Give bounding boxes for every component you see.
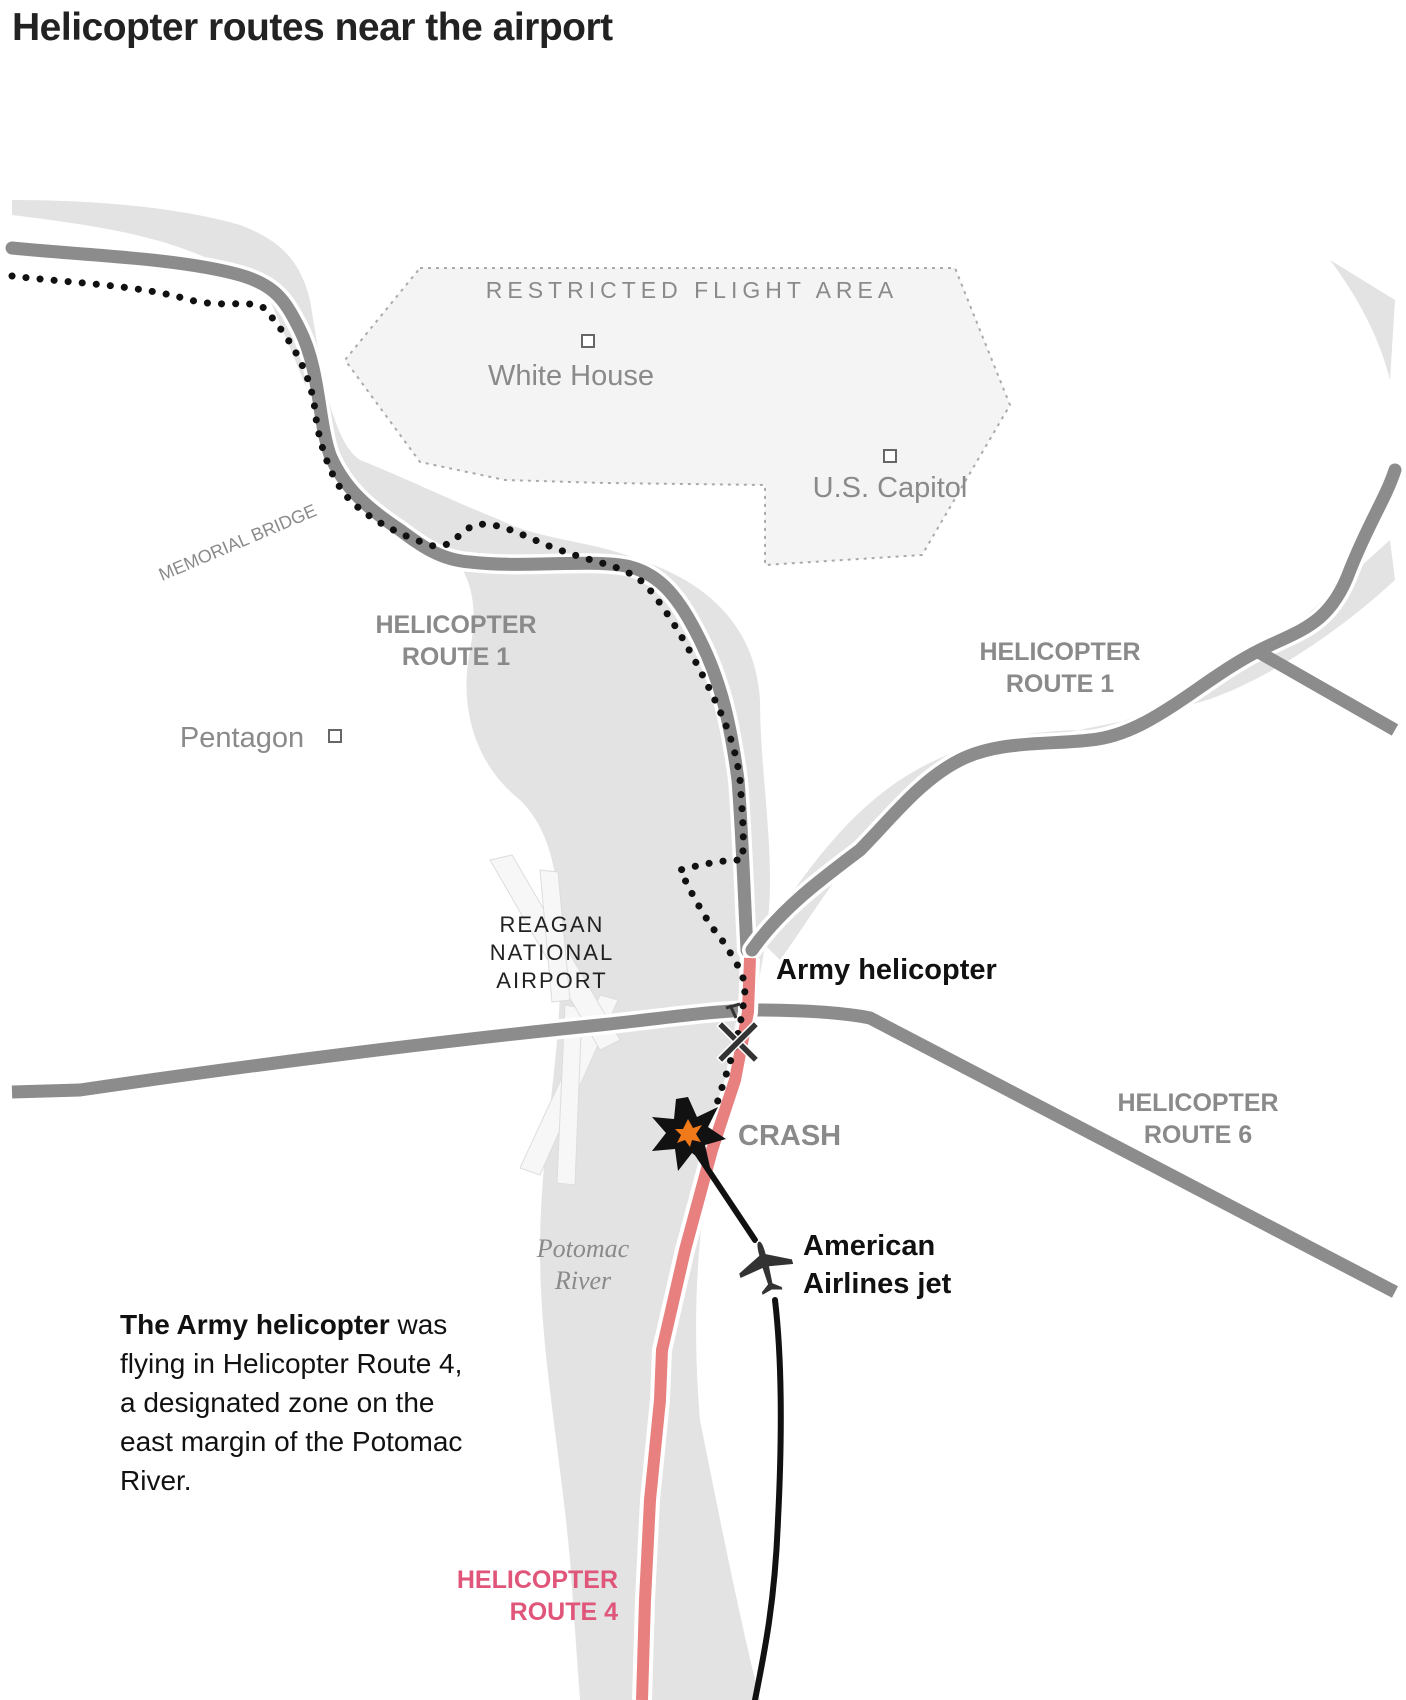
route-4-label-line1: HELICOPTER <box>457 1566 618 1594</box>
jet-label-line2: Airlines jet <box>803 1268 952 1300</box>
airport-label-line1: REAGAN <box>500 912 605 937</box>
pentagon-label: Pentagon <box>180 722 304 754</box>
river-label-line1: Potomac <box>536 1234 630 1263</box>
upper-river <box>1330 260 1395 380</box>
route-1-spur <box>1251 644 1399 736</box>
army-helicopter-path <box>8 272 749 1114</box>
army-helicopter-label: Army helicopter <box>776 954 997 986</box>
helicopter-route-6 <box>11 1003 1399 1298</box>
white-house-label: White House <box>488 360 654 392</box>
restricted-flight-area <box>343 267 1012 567</box>
airport-label-line3: AIRPORT <box>496 968 607 993</box>
route-4-label-line2: ROUTE 4 <box>510 1598 618 1626</box>
caption-bold: The Army helicopter <box>120 1309 390 1340</box>
route-1-east-label-line2: ROUTE 1 <box>1006 670 1114 698</box>
river-label-line2: River <box>554 1266 612 1295</box>
airport-label-line2: NATIONAL <box>490 940 614 965</box>
route-1-east-label-line1: HELICOPTER <box>979 638 1140 666</box>
restricted-area-label: RESTRICTED FLIGHT AREA <box>486 277 898 303</box>
caption-text: was flying in Helicopter Route 4, a desi… <box>120 1309 463 1496</box>
map-title: Helicopter routes near the airport <box>12 6 613 49</box>
jet-icon <box>737 1240 796 1298</box>
helicopter-tail-icon <box>725 1002 741 1019</box>
memorial-bridge-label: MEMORIAL BRIDGE <box>156 500 320 585</box>
potomac-river-west <box>12 200 770 1700</box>
pentagon-marker <box>328 729 342 743</box>
helicopter-route-1-east <box>745 463 1402 957</box>
crash-label: CRASH <box>738 1120 841 1152</box>
jet-label-line1: American <box>803 1230 935 1262</box>
airport-runways <box>489 854 621 1186</box>
water-areas <box>12 200 1395 1700</box>
capitol-label: U.S. Capitol <box>813 472 968 504</box>
runway-d <box>539 869 571 1003</box>
helicopter-icon <box>716 1020 760 1064</box>
route-1-west-label-line2: ROUTE 1 <box>402 643 510 671</box>
route-1-west-label-line1: HELICOPTER <box>375 611 536 639</box>
capitol-marker <box>883 449 897 463</box>
route-6-label-line1: HELICOPTER <box>1117 1089 1278 1117</box>
route-6-label-line2: ROUTE 6 <box>1144 1121 1252 1149</box>
white-house-marker <box>581 334 595 348</box>
map-caption: The Army helicopter was flying in Helico… <box>120 1305 480 1500</box>
crash-burst-icon <box>652 1097 726 1171</box>
